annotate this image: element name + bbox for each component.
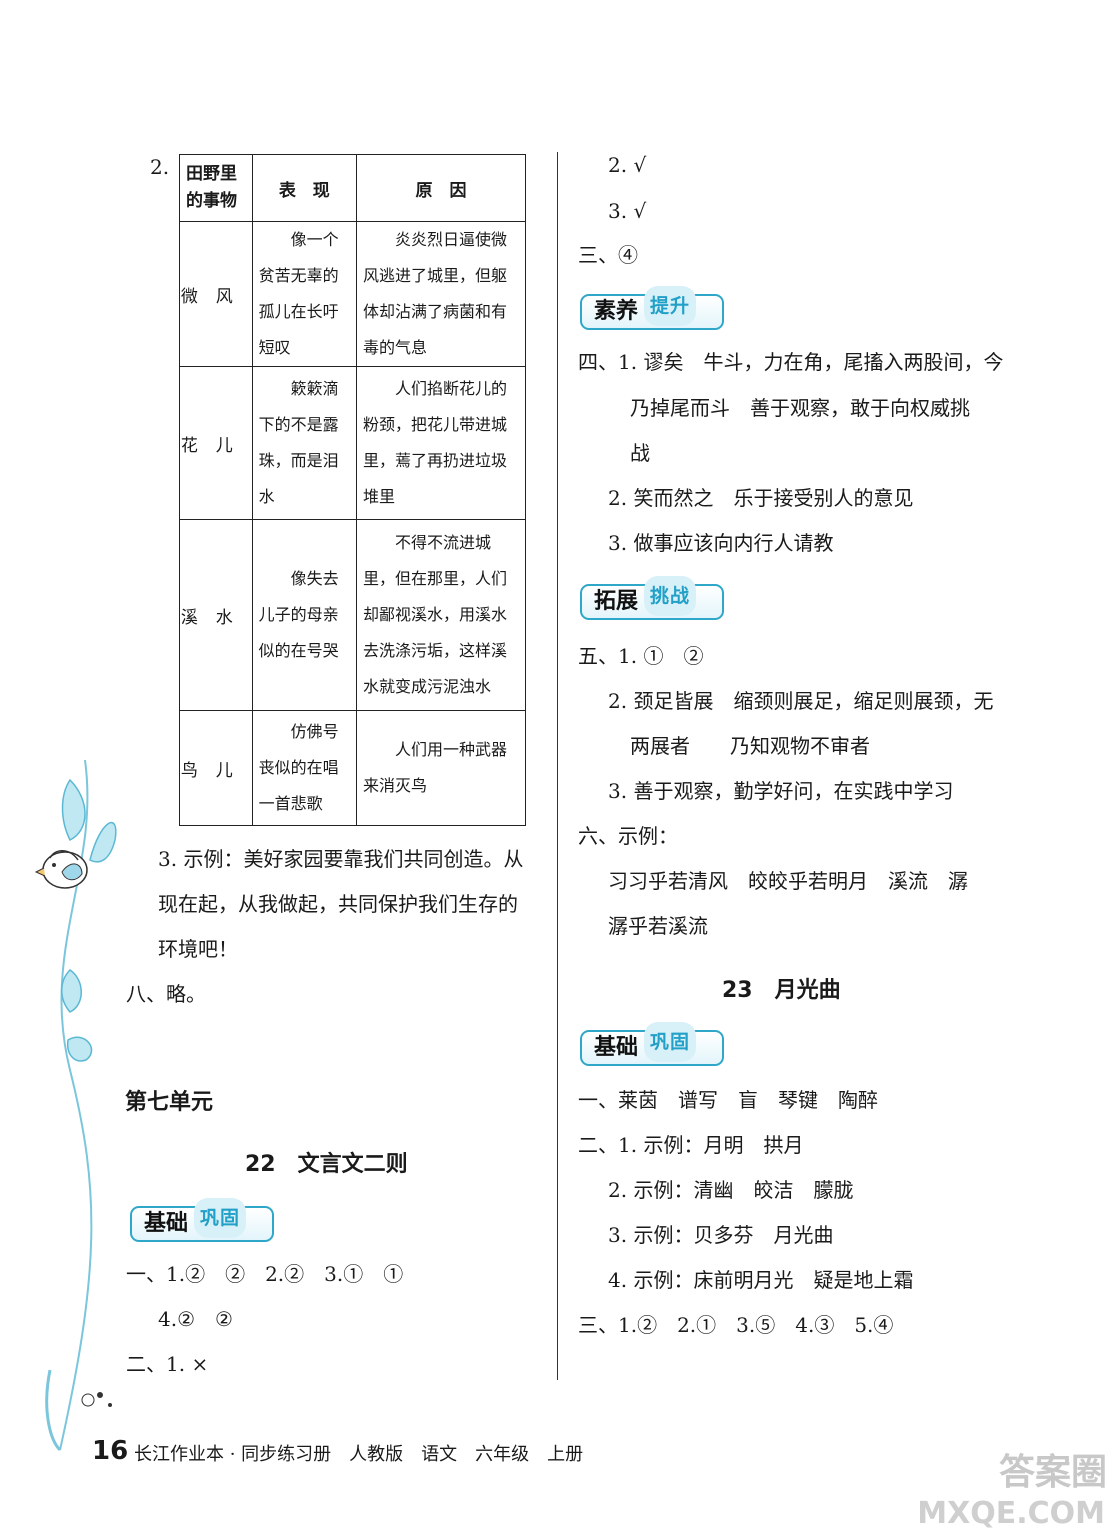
table-row: 鸟儿 仿佛号丧似的在唱一首悲歌 人们用一种武器来消灭鸟	[179, 710, 526, 826]
badge-sub: 巩固	[194, 1198, 247, 1238]
q3-line2: 现在起，从我做起，共同保护我们生存的	[158, 892, 518, 916]
question-2-label: 2.	[150, 155, 170, 179]
answer-1-line1: 一、1.② ② 2.② 3.① ①	[126, 1262, 404, 1286]
badge-jichu-left: 基础 巩固	[130, 1198, 280, 1242]
table-header-row: 田野里 的事物 表 现 原 因	[179, 154, 526, 222]
badge-tuozhan: 拓展 挑战	[580, 576, 730, 620]
answer-1-line2: 4.② ②	[158, 1307, 233, 1331]
answer-4-1a: 四、1. 谬矣 牛斗，力在角，尾搐入两股间，今	[578, 350, 1004, 374]
answer-b2-1: 二、1. 示例：月明 拱月	[578, 1133, 804, 1157]
answer-4-3: 3. 做事应该向内行人请教	[608, 531, 834, 555]
answer-5-3: 3. 善于观察，勤学好问，在实践中学习	[608, 779, 954, 803]
answer-b2-3: 3. 示例：贝多芬 月光曲	[608, 1223, 834, 1247]
header-things-line1: 田野里	[186, 164, 237, 184]
answer-6-a: 习习乎若清风 皎皎乎若明月 溪流 潺	[608, 869, 968, 893]
header-manifest: 表 现	[251, 154, 358, 222]
answer-r-three: 三、④	[578, 243, 638, 267]
table-row: 溪水 像失去儿子的母亲似的在号哭 不得不流进城里，但在那里，人们却鄙视溪水，用溪…	[179, 519, 526, 711]
table-row: 花儿 簌簌滴下的不是露珠，而是泪水 人们掐断花儿的粉颈，把花儿带进城里，蔫了再扔…	[179, 366, 526, 520]
page-number: 16	[92, 1436, 129, 1466]
badge-sub: 巩固	[644, 1022, 697, 1062]
vine-bird-decoration	[34, 759, 117, 1452]
answer-6-b: 潺乎若溪流	[608, 914, 708, 938]
row-thing: 溪水	[180, 607, 251, 628]
comparison-table: 田野里 的事物 表 现 原 因 微风 像一个贫苦无辜的孤儿在长吁短叹 炎炎烈日逼…	[179, 154, 526, 826]
answer-b3: 三、1.② 2.① 3.⑤ 4.③ 5.④	[578, 1313, 894, 1337]
row-manifest: 簌簌滴下的不是露珠，而是泪水	[258, 379, 339, 506]
unit-title: 第七单元	[125, 1090, 214, 1115]
header-things-line2: 的事物	[186, 191, 237, 211]
answer-6: 六、示例：	[578, 824, 678, 848]
column-divider	[557, 152, 558, 1380]
answer-r2: 2. √	[608, 153, 647, 177]
row-thing: 微风	[180, 286, 251, 307]
answer-4-1b: 乃掉尾而斗 善于观察，敢于向权威挑	[630, 396, 970, 420]
row-reason: 人们用一种武器来消灭鸟	[363, 740, 508, 795]
header-things: 田野里 的事物	[179, 154, 253, 222]
lesson-22-title: 22 文言文二则	[245, 1152, 408, 1177]
badge-suyang: 素养 提升	[580, 286, 730, 330]
answer-2-line1: 二、1. ×	[126, 1352, 209, 1376]
watermark-url: MXQE.COM	[917, 1496, 1105, 1531]
q3-line3: 环境吧！	[158, 937, 238, 961]
table-row: 微风 像一个贫苦无辜的孤儿在长吁短叹 炎炎烈日逼使微风逃进了城里，但躯体却沾满了…	[179, 221, 526, 367]
row-manifest: 仿佛号丧似的在唱一首悲歌	[258, 722, 339, 813]
row-thing: 花儿	[180, 435, 251, 456]
answer-b2-2: 2. 示例：清幽 皎洁 朦胧	[608, 1178, 854, 1202]
badge-sub: 挑战	[644, 576, 697, 616]
answer-b1: 一、莱茵 谱写 盲 琴键 陶醉	[578, 1088, 878, 1112]
row-thing: 鸟儿	[180, 760, 251, 781]
footer-book-title: 长江作业本 · 同步练习册 人教版 语文 六年级 上册	[134, 1444, 584, 1465]
answer-8: 八、略。	[126, 982, 206, 1006]
header-reason: 原 因	[356, 154, 526, 222]
answer-4-1c: 战	[630, 441, 650, 465]
row-reason: 不得不流进城里，但在那里，人们却鄙视溪水，用溪水去洗涤污垢，这样溪水就变成污泥浊…	[363, 533, 508, 696]
row-manifest: 像一个贫苦无辜的孤儿在长吁短叹	[258, 230, 339, 357]
answer-r3: 3. √	[608, 199, 647, 223]
row-reason: 人们掐断花儿的粉颈，把花儿带进城里，蔫了再扔进垃圾堆里	[363, 379, 508, 506]
badge-jichu-right: 基础 巩固	[580, 1022, 730, 1066]
watermark-logo: 答案圈	[998, 1452, 1107, 1493]
answer-5-2b: 两展者 乃知观物不审者	[630, 734, 870, 758]
badge-sub: 提升	[644, 286, 697, 326]
row-manifest: 像失去儿子的母亲似的在号哭	[258, 569, 339, 660]
row-reason: 炎炎烈日逼使微风逃进了城里，但躯体却沾满了病菌和有毒的气息	[363, 230, 508, 357]
lesson-23-title: 23 月光曲	[722, 978, 841, 1003]
answer-4-2: 2. 笑而然之 乐于接受别人的意见	[608, 486, 914, 510]
answer-5-1: 五、1. ① ②	[578, 644, 704, 668]
q3-line1: 3. 示例：美好家园要靠我们共同创造。从	[158, 847, 524, 871]
answer-5-2a: 2. 颈足皆展 缩颈则展足，缩足则展颈，无	[608, 689, 994, 713]
answer-b2-4: 4. 示例：床前明月光 疑是地上霜	[608, 1268, 914, 1292]
